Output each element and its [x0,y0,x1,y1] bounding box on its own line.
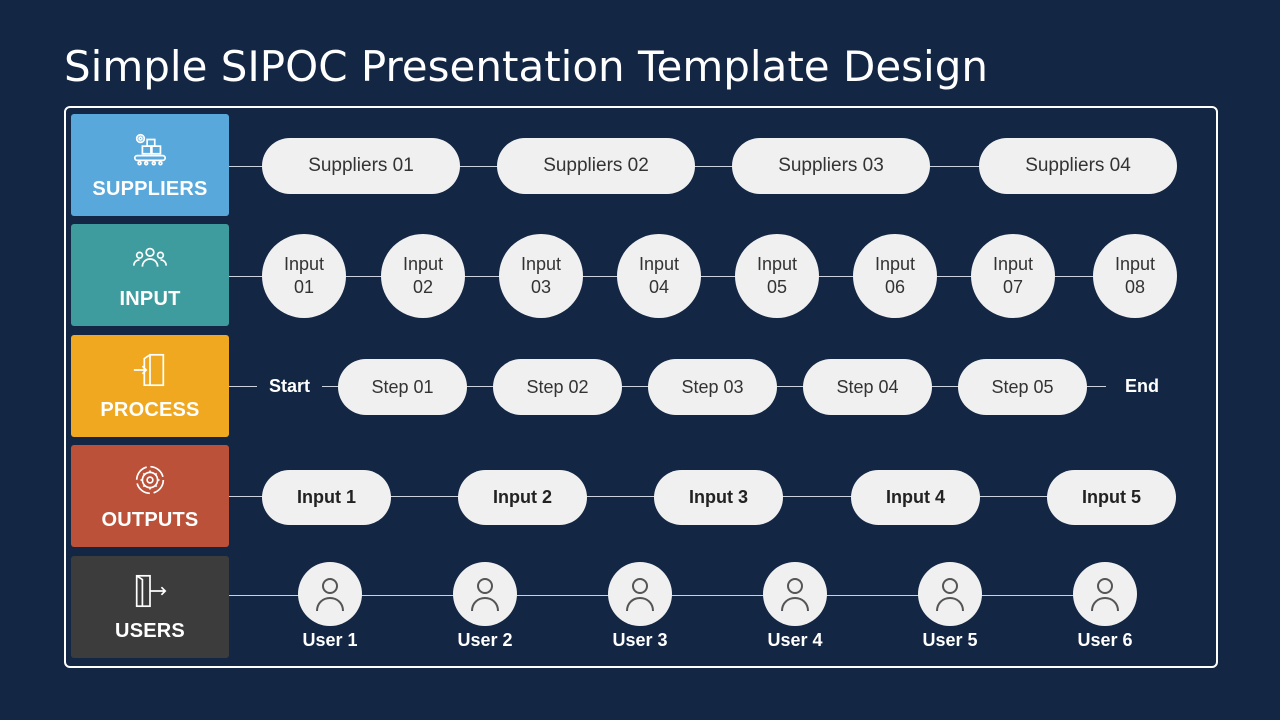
user-avatar [763,562,827,626]
user-avatar [608,562,672,626]
process-start-label: Start [269,376,311,396]
category-users: USERS [71,556,229,658]
conveyor-boxes-icon [133,133,167,166]
suppliers-connector [229,166,1176,167]
user-label: User 3 [612,630,668,650]
user-label: User 5 [922,630,978,650]
supplier-pill: Suppliers 03 [732,138,930,194]
supplier-pill: Suppliers 04 [979,138,1177,194]
category-label: PROCESS [100,398,200,421]
category-label: SUPPLIERS [92,177,208,200]
user-avatar [918,562,982,626]
process-step-pill: Step 05 [958,359,1087,415]
supplier-pill: Suppliers 02 [497,138,695,194]
process-step-pill: Step 03 [648,359,777,415]
process-end-label: End [1125,376,1159,396]
user-label: User 1 [302,630,358,650]
output-pill: Input 2 [458,470,587,525]
user-label: User 2 [457,630,513,650]
user-icon [936,578,964,612]
process-step-pill: Step 02 [493,359,622,415]
door-exit-icon [135,574,167,607]
output-pill: Input 4 [851,470,980,525]
user-label: User 4 [767,630,823,650]
user-avatar [298,562,362,626]
diagram-frame [64,106,1218,668]
category-process: PROCESS [71,335,229,437]
category-input: INPUT [71,224,229,326]
output-pill: Input 5 [1047,470,1176,525]
user-icon [471,578,499,612]
process-step-pill: Step 01 [338,359,467,415]
user-icon [781,578,809,612]
user-icon [626,578,654,612]
user-icon [1091,578,1119,612]
output-pill: Input 1 [262,470,391,525]
user-icon [316,578,344,612]
page-title: Simple SIPOC Presentation Template Desig… [64,42,988,91]
category-label: USERS [115,619,185,642]
input-connector [229,276,1176,277]
door-enter-icon [133,353,165,386]
category-label: INPUT [119,287,181,310]
user-avatar [1073,562,1137,626]
category-label: OUTPUTS [101,508,199,531]
supplier-pill: Suppliers 01 [262,138,460,194]
process-connector-start [229,386,257,387]
output-pill: Input 3 [654,470,783,525]
people-group-icon [132,247,168,267]
user-avatar [453,562,517,626]
process-step-pill: Step 04 [803,359,932,415]
gear-cycle-icon [135,465,165,494]
category-suppliers: SUPPLIERS [71,114,229,216]
user-label: User 6 [1077,630,1133,650]
category-outputs: OUTPUTS [71,445,229,547]
